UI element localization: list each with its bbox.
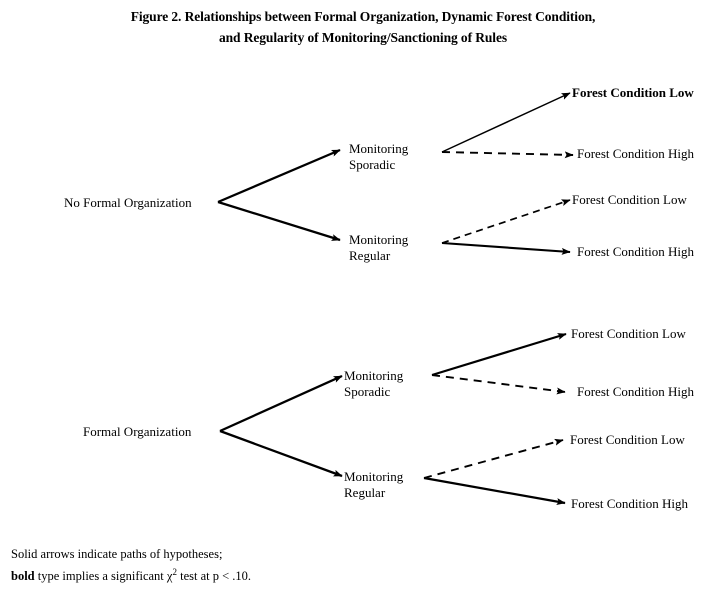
page-title: Figure 2. Relationships between Formal O… <box>0 6 726 48</box>
edge-noformal-to-sporadic <box>217 148 341 204</box>
node-formal-organization: Formal Organization <box>83 424 191 440</box>
node-g1-monitoring-sporadic-line2: Sporadic <box>349 157 396 172</box>
outcome-g1-regular-forest-condition-high-label: Forest Condition High <box>577 244 695 259</box>
node-g2-monitoring-sporadic-line1: Monitoring <box>344 368 404 383</box>
outcome-g1-sporadic-forest-condition-low-label: Forest Condition Low <box>572 85 694 100</box>
node-g2-monitoring-regular: Monitoring Regular <box>344 469 403 501</box>
node-g1-monitoring-regular-line2: Regular <box>349 248 391 263</box>
footnote-line-2: bold type implies a significant χ2 test … <box>11 563 251 585</box>
outcome-g2-sporadic-forest-condition-high: Forest Condition High <box>577 384 694 400</box>
outcome-g2-regular-forest-condition-low: Forest Condition Low <box>570 432 685 448</box>
edge-g2-regular-to-high-solid <box>423 476 566 505</box>
edge-noformal-to-regular <box>217 200 341 242</box>
edge-formal-to-sporadic <box>219 374 343 433</box>
outcome-g2-sporadic-forest-condition-low-label: Forest Condition Low <box>571 326 686 341</box>
node-g1-monitoring-regular: Monitoring Regular <box>349 232 408 264</box>
title-line-2: and Regularity of Monitoring/Sanctioning… <box>219 30 507 45</box>
title-line-1: Figure 2. Relationships between Formal O… <box>130 9 596 24</box>
outcome-g1-sporadic-forest-condition-high: Forest Condition High <box>577 146 694 162</box>
outcome-g1-sporadic-forest-condition-low: Forest Condition Low <box>572 85 694 101</box>
node-no-formal-organization-label: No Formal Organization <box>64 195 192 210</box>
edge-g2-regular-to-low-dashed <box>423 438 564 479</box>
node-g2-monitoring-regular-line2: Regular <box>344 485 386 500</box>
outcome-g1-sporadic-forest-condition-high-label: Forest Condition High <box>577 146 695 161</box>
footnote-text-b: test at p < .10. <box>176 569 252 584</box>
outcome-g2-regular-forest-condition-low-label: Forest Condition Low <box>570 432 685 447</box>
outcome-g1-regular-forest-condition-low: Forest Condition Low <box>572 192 687 208</box>
edge-g1-sporadic-to-high-dashed <box>441 151 574 159</box>
footnote-line-1: Solid arrows indicate paths of hypothese… <box>11 547 223 561</box>
outcome-g1-regular-forest-condition-low-label: Forest Condition Low <box>572 192 687 207</box>
figure-footnote: Solid arrows indicate paths of hypothese… <box>11 545 251 585</box>
outcome-g1-regular-forest-condition-high: Forest Condition High <box>577 244 694 260</box>
outcome-g2-regular-forest-condition-high: Forest Condition High <box>571 496 688 512</box>
chi-exponent: 2 <box>172 567 177 577</box>
edge-g1-sporadic-to-low-solid <box>441 92 571 153</box>
node-g2-monitoring-regular-line1: Monitoring <box>344 469 404 484</box>
outcome-g2-regular-forest-condition-high-label: Forest Condition High <box>571 496 689 511</box>
chi-symbol: χ <box>166 569 173 584</box>
node-g1-monitoring-regular-line1: Monitoring <box>349 232 409 247</box>
node-g2-monitoring-sporadic: Monitoring Sporadic <box>344 368 403 400</box>
node-formal-organization-label: Formal Organization <box>83 424 192 439</box>
edge-g1-regular-to-low-dashed <box>441 199 571 244</box>
edge-g2-sporadic-to-low-solid <box>431 332 567 377</box>
edge-g2-sporadic-to-high-dashed <box>431 374 566 395</box>
node-g2-monitoring-sporadic-line2: Sporadic <box>344 384 391 399</box>
footnote-bold-word: bold <box>11 569 35 584</box>
outcome-g2-sporadic-forest-condition-high-label: Forest Condition High <box>577 384 695 399</box>
edge-formal-to-regular <box>219 429 343 478</box>
outcome-g2-sporadic-forest-condition-low: Forest Condition Low <box>571 326 686 342</box>
node-g1-monitoring-sporadic: Monitoring Sporadic <box>349 141 408 173</box>
footnote-text-a: type implies a significant <box>34 569 167 584</box>
node-g1-monitoring-sporadic-line1: Monitoring <box>349 141 409 156</box>
node-no-formal-organization: No Formal Organization <box>64 195 192 211</box>
edge-g1-regular-to-high-solid <box>441 241 571 255</box>
